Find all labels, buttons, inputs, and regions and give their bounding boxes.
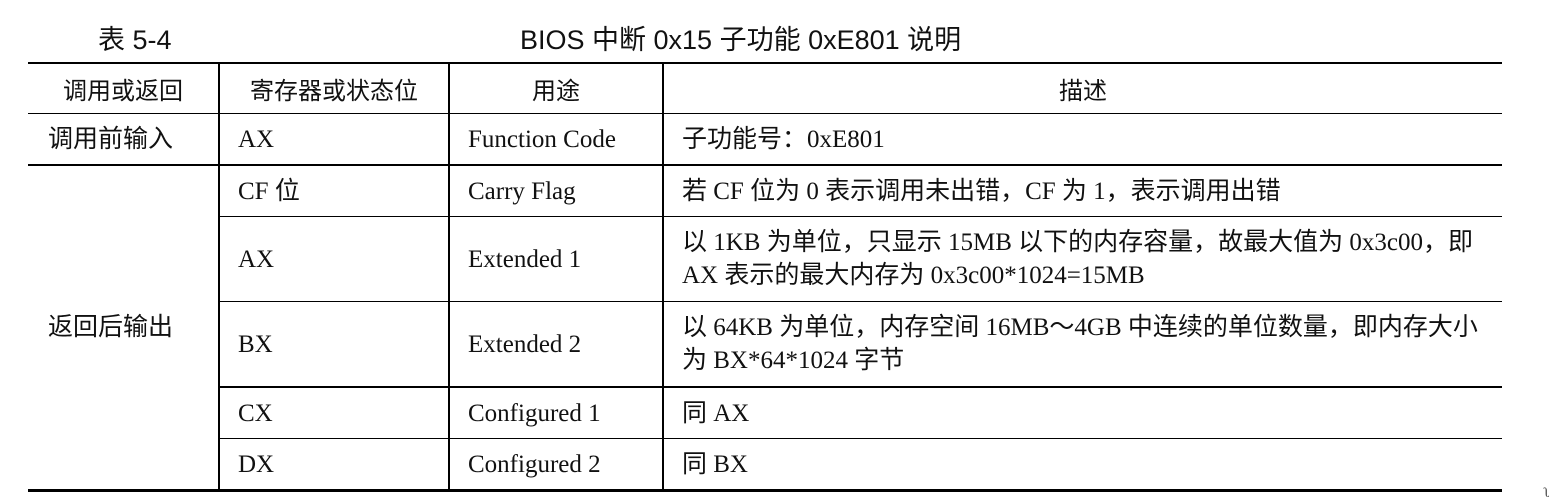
table-header-row: 调用或返回 寄存器或状态位 用途 描述 (28, 63, 1502, 114)
paragraph-mark: ʅ (1543, 486, 1550, 501)
register-cell: AX (218, 216, 449, 302)
table-title: BIOS 中断 0x15 子功能 0xE801 说明 (520, 25, 962, 55)
purpose-cell: Configured 1 (448, 387, 663, 439)
purpose-cell: Carry Flag (448, 165, 663, 217)
description-cell: 若 CF 位为 0 表示调用未出错，CF 为 1，表示调用出错 (662, 165, 1502, 217)
table-row-output-bx: BX Extended 2 以 64KB 为单位，内存空间 16MB～4GB 中… (28, 301, 1502, 388)
register-cell: DX (218, 438, 449, 492)
register-cell: BX (218, 301, 449, 388)
table-caption: 表 5-4 BIOS 中断 0x15 子功能 0xE801 说明 (0, 14, 1552, 58)
purpose-cell: Extended 2 (448, 301, 663, 388)
group-label-input: 调用前输入 (28, 113, 219, 166)
purpose-cell: Function Code (448, 113, 663, 166)
table-row-output-cx: CX Configured 1 同 AX (28, 387, 1502, 439)
column-header-description: 描述 (662, 63, 1502, 114)
table-number: 表 5-4 (98, 25, 172, 55)
group-label-output: 返回后输出 (28, 165, 219, 492)
description-cell: 以 1KB 为单位，只显示 15MB 以下的内存容量，故最大值为 0x3c00，… (662, 216, 1502, 302)
description-cell: 以 64KB 为单位，内存空间 16MB～4GB 中连续的单位数量，即内存大小为… (662, 301, 1502, 388)
register-cell: CX (218, 387, 449, 439)
column-header-register: 寄存器或状态位 (218, 63, 449, 114)
purpose-cell: Extended 1 (448, 216, 663, 302)
bios-e801-table: 调用或返回 寄存器或状态位 用途 描述 调用前输入 AX Function Co… (28, 62, 1502, 492)
purpose-cell: Configured 2 (448, 438, 663, 492)
column-header-purpose: 用途 (448, 63, 663, 114)
description-cell: 同 AX (662, 387, 1502, 439)
table-row-output-dx: DX Configured 2 同 BX (28, 438, 1502, 492)
table-row-output-ax: AX Extended 1 以 1KB 为单位，只显示 15MB 以下的内存容量… (28, 216, 1502, 302)
description-cell: 子功能号：0xE801 (662, 113, 1502, 166)
column-header-call-return: 调用或返回 (28, 63, 219, 114)
register-cell: CF 位 (218, 165, 449, 217)
table-row-output-cf: 返回后输出 CF 位 Carry Flag 若 CF 位为 0 表示调用未出错，… (28, 165, 1502, 492)
description-cell: 同 BX (662, 438, 1502, 492)
register-cell: AX (218, 113, 449, 166)
table-row-input-ax: 调用前输入 AX Function Code 子功能号：0xE801 (28, 113, 1502, 166)
